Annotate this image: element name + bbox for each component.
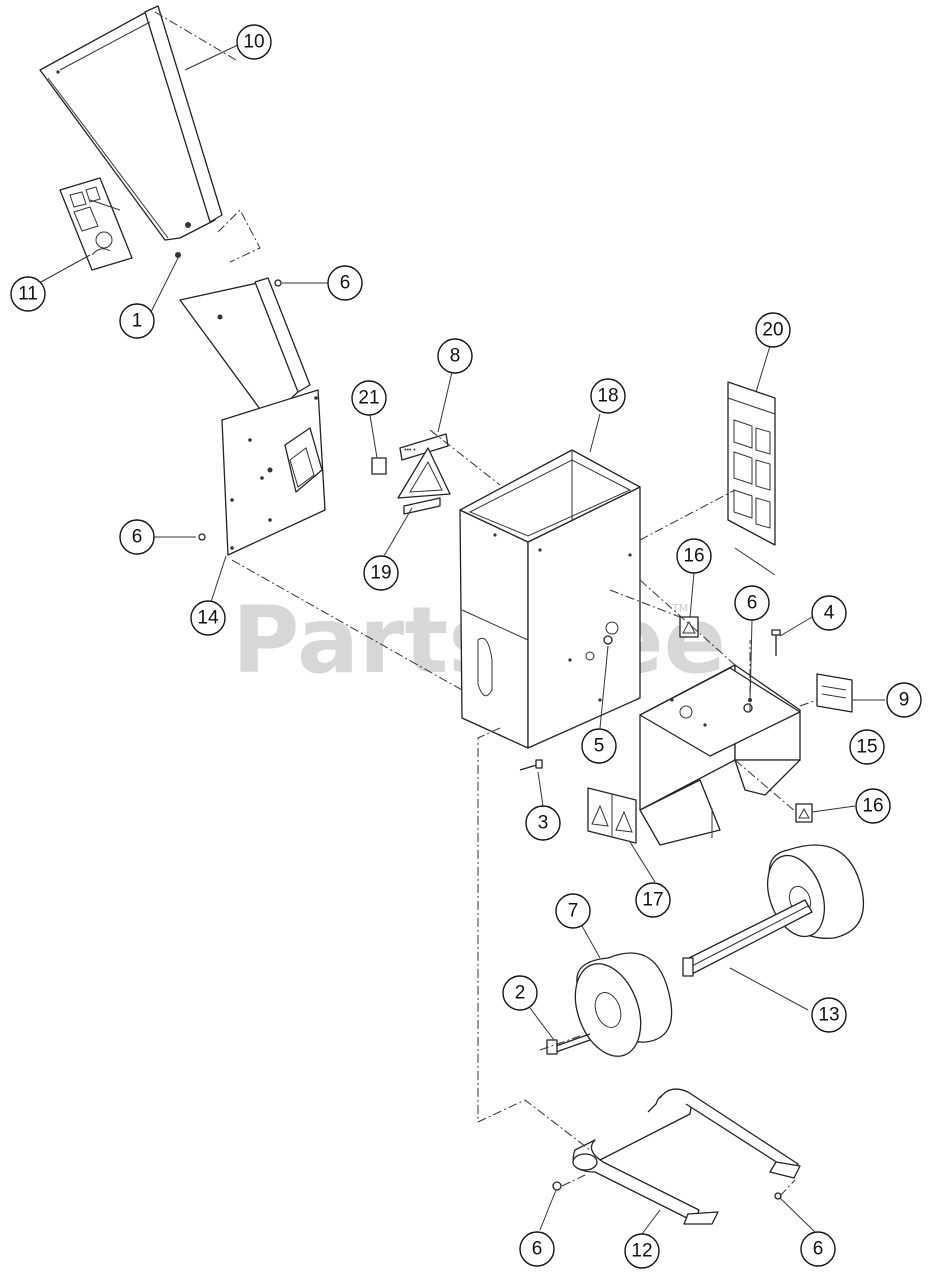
- svg-text:16: 16: [683, 546, 704, 567]
- svg-text:6: 6: [132, 527, 143, 548]
- callout-21[interactable]: 21: [351, 380, 387, 416]
- part-nuts: [175, 252, 782, 1200]
- svg-text:14: 14: [197, 608, 219, 629]
- callout-16-lower[interactable]: 16: [855, 788, 891, 824]
- svg-text:6: 6: [532, 1239, 543, 1260]
- svg-text:6: 6: [340, 273, 351, 294]
- part-chute-decal: [59, 177, 133, 271]
- part-wheel-front: [574, 952, 673, 1057]
- part-safety-decal-large: [727, 381, 776, 576]
- svg-text:4: 4: [824, 603, 835, 624]
- svg-text:6: 6: [747, 593, 758, 614]
- callout-3[interactable]: 3: [525, 805, 561, 841]
- svg-text:5: 5: [594, 736, 605, 757]
- callout-13[interactable]: 13: [811, 997, 847, 1033]
- svg-text:8: 8: [450, 346, 461, 367]
- callout-6-plate[interactable]: 6: [119, 519, 155, 555]
- callout-9[interactable]: 9: [886, 682, 922, 718]
- svg-text:6: 6: [813, 1239, 824, 1260]
- part-axle: [682, 899, 813, 977]
- part-decal-16: [679, 616, 813, 823]
- svg-text:9: 9: [899, 690, 910, 711]
- part-decal-9: [816, 673, 853, 713]
- svg-text:15: 15: [856, 737, 877, 758]
- svg-text:20: 20: [762, 320, 783, 341]
- svg-text:13: 13: [818, 1005, 839, 1026]
- callout-12[interactable]: 12: [624, 1233, 660, 1269]
- callout-8[interactable]: 8: [437, 338, 473, 374]
- callout-7[interactable]: 7: [555, 893, 591, 929]
- callout-1[interactable]: 1: [119, 303, 155, 339]
- part-small-decals: ••• •: [371, 433, 451, 515]
- svg-text:7: 7: [568, 901, 579, 922]
- callout-5[interactable]: 5: [581, 728, 617, 764]
- svg-text:21: 21: [358, 388, 379, 409]
- callout-19[interactable]: 19: [363, 555, 399, 591]
- part-decal-17: [587, 787, 637, 844]
- callout-20[interactable]: 20: [755, 312, 791, 348]
- callout-10[interactable]: 10: [236, 24, 272, 60]
- callout-6-stand-right[interactable]: 6: [800, 1231, 836, 1267]
- svg-text:1: 1: [132, 311, 143, 332]
- part-bolt-4: [771, 629, 781, 656]
- svg-text:2: 2: [515, 983, 526, 1004]
- svg-text:11: 11: [18, 284, 38, 305]
- callout-17[interactable]: 17: [635, 882, 671, 918]
- callout-6-bracket[interactable]: 6: [734, 585, 770, 621]
- leader-lines: [29, 43, 885, 1235]
- callout-11[interactable]: 11: [10, 276, 46, 312]
- watermark-trademark: TM: [671, 602, 688, 615]
- svg-text:19: 19: [370, 563, 391, 584]
- part-hardware-3-5: [519, 635, 613, 771]
- svg-text:10: 10: [243, 32, 264, 53]
- part-engine-bracket: [639, 664, 801, 846]
- part-chute-upper: [39, 5, 223, 241]
- svg-text:12: 12: [631, 1241, 652, 1262]
- svg-text:18: 18: [597, 386, 618, 407]
- callout-2[interactable]: 2: [502, 975, 538, 1011]
- part-housing: [459, 449, 641, 749]
- part-leg-stand: [572, 1088, 801, 1225]
- callout-16-upper[interactable]: 16: [676, 538, 712, 574]
- svg-text:16: 16: [862, 796, 883, 817]
- svg-text:••• •: ••• •: [404, 447, 416, 454]
- callout-6-chute[interactable]: 6: [327, 265, 363, 301]
- callout-15[interactable]: 15: [849, 729, 885, 765]
- callout-18[interactable]: 18: [590, 378, 626, 414]
- part-lower-chute: [179, 277, 326, 556]
- callout-4[interactable]: 4: [811, 595, 847, 631]
- svg-text:17: 17: [642, 890, 663, 911]
- part-bolt-2: [546, 1033, 591, 1055]
- svg-text:3: 3: [538, 813, 549, 834]
- callout-14[interactable]: 14: [190, 600, 226, 636]
- callout-6-stand-left[interactable]: 6: [519, 1231, 555, 1267]
